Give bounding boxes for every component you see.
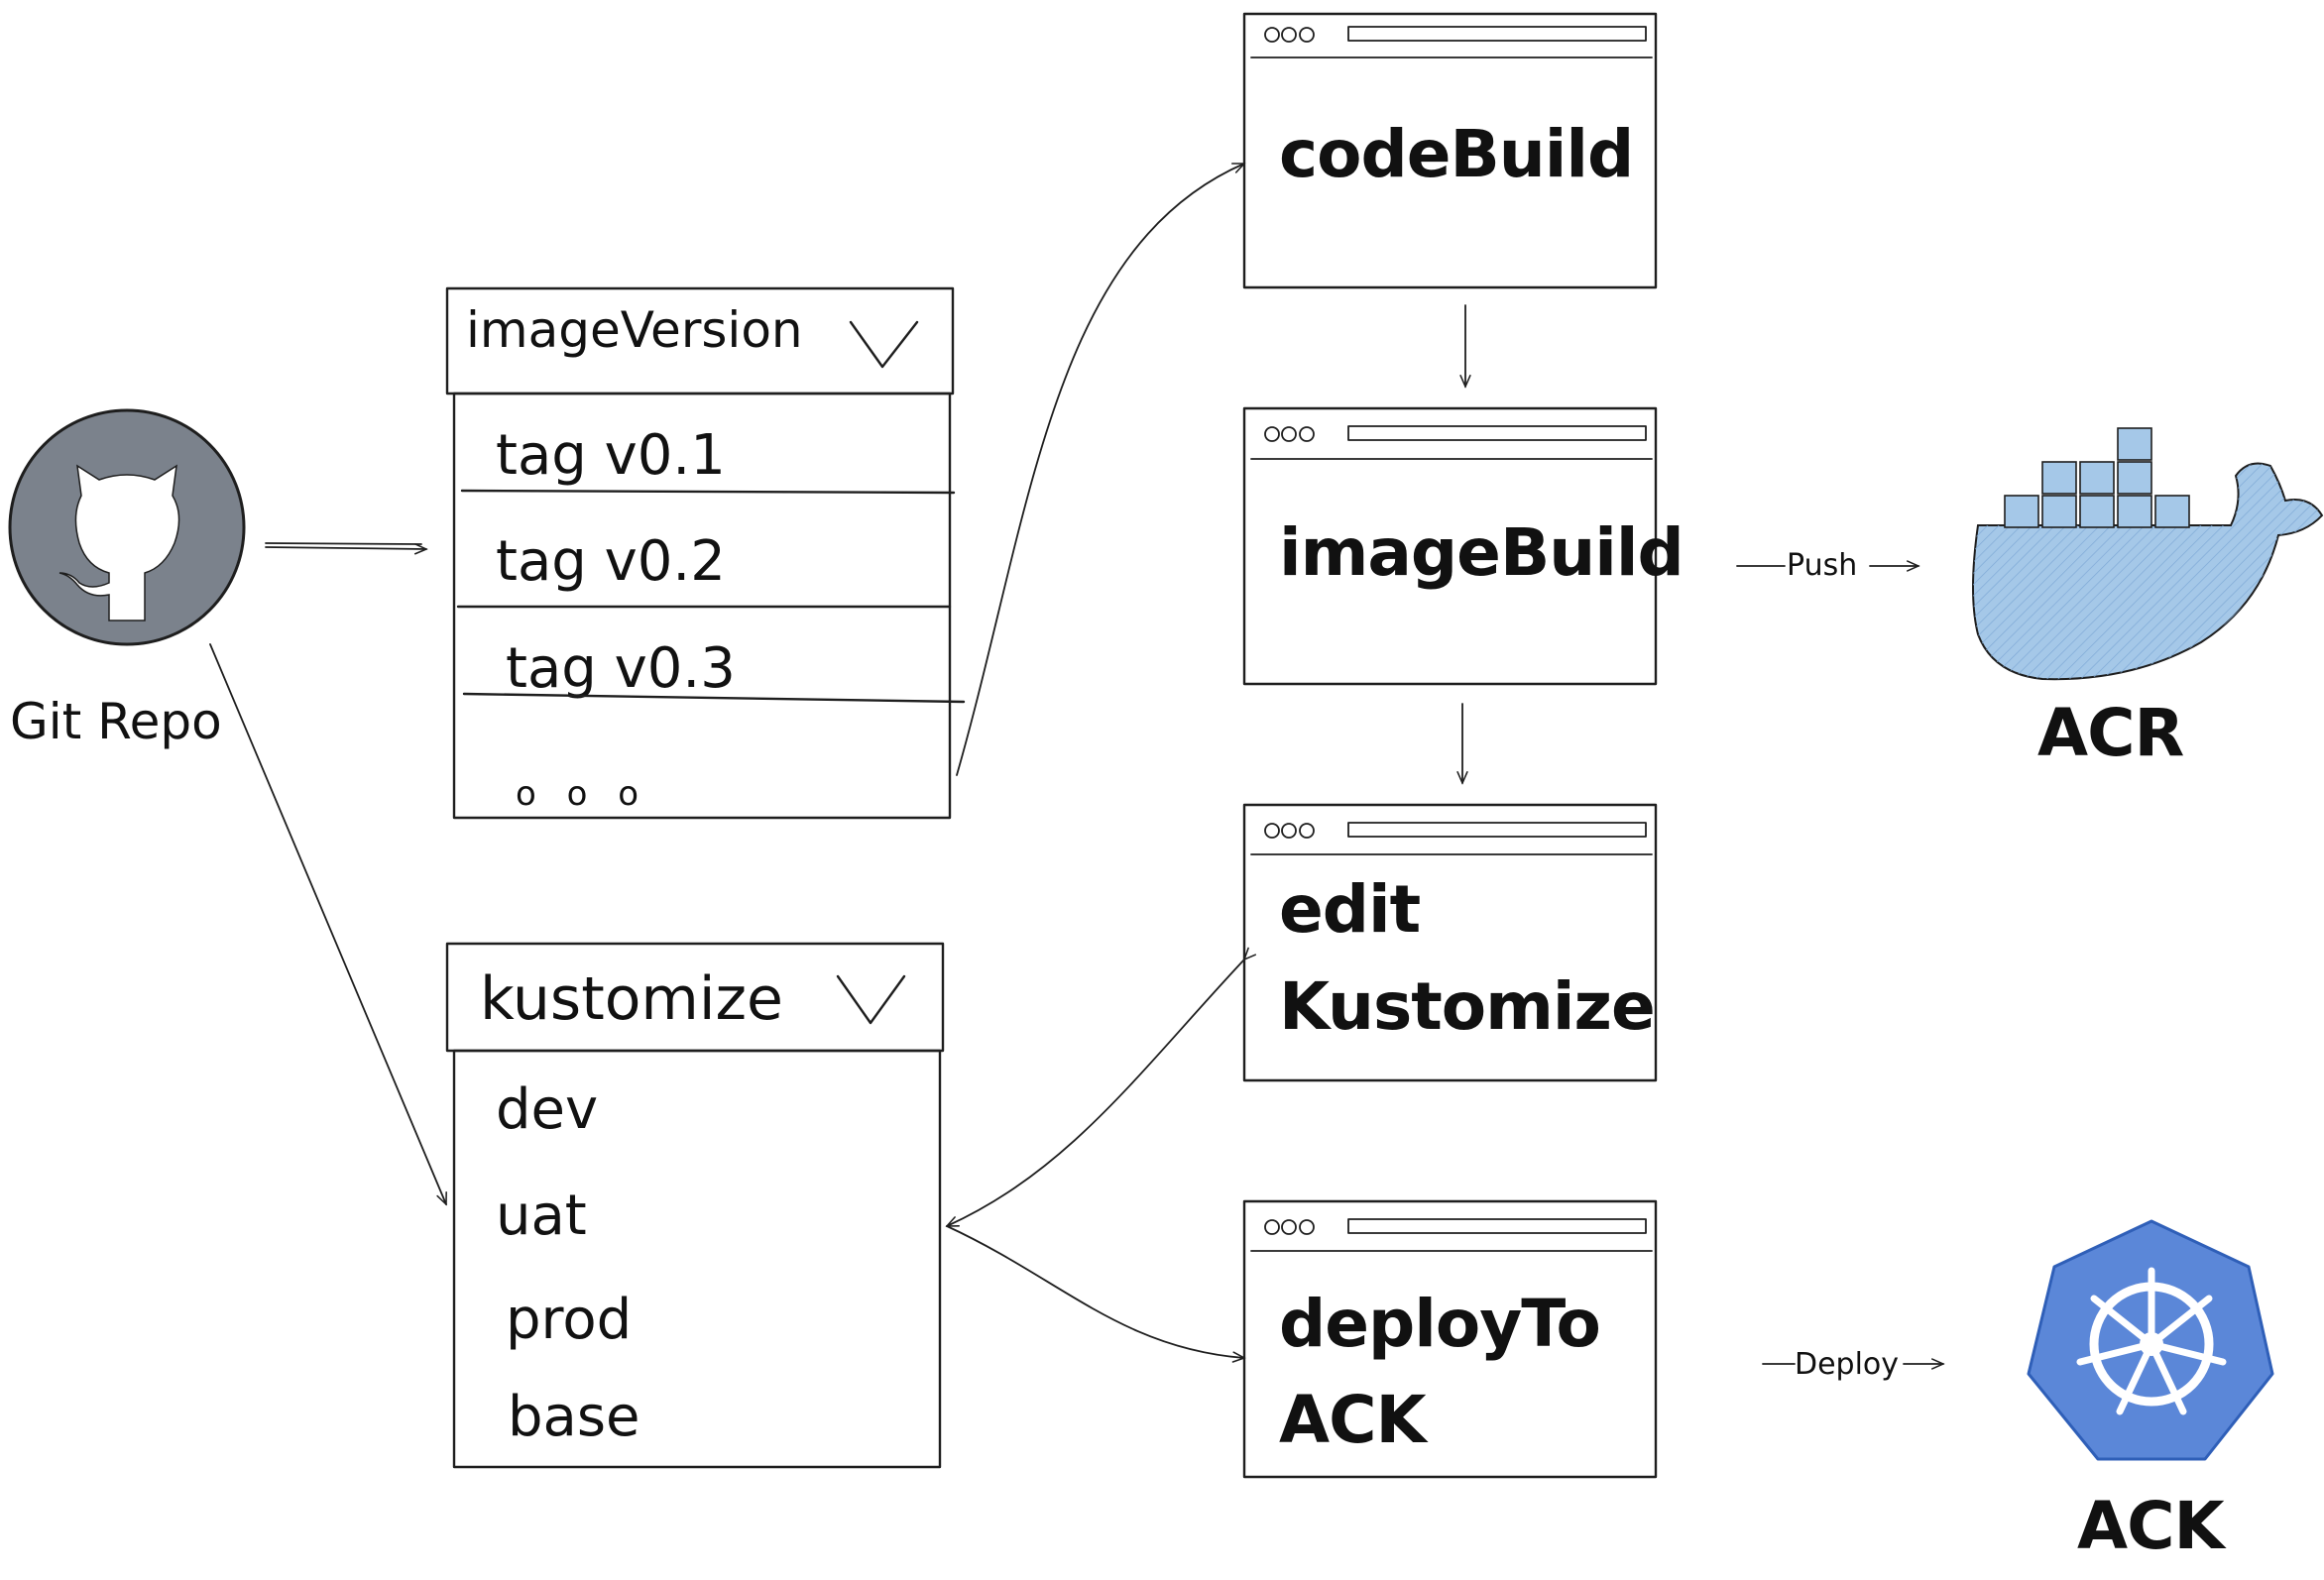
divider xyxy=(462,692,966,704)
window-dot-icon xyxy=(1264,27,1280,43)
edge-git-to-imageversion-2 xyxy=(265,542,422,545)
git-repo-label: Git Repo xyxy=(10,693,222,750)
edge-push-label: Push xyxy=(1787,548,1857,583)
edit-kustomize-window[interactable]: edit Kustomize xyxy=(1242,803,1658,1082)
window-frame xyxy=(1242,12,1658,289)
list-item[interactable]: tag v0.2 xyxy=(496,529,726,594)
list-item[interactable]: tag v0.1 xyxy=(496,423,726,488)
edge-deploy: Deploy xyxy=(1762,1347,1943,1382)
window-frame xyxy=(1242,406,1658,686)
octocat-shape xyxy=(58,464,180,621)
imageversion-header: imageVersion xyxy=(466,301,803,359)
window-dot-icon xyxy=(1299,426,1315,442)
window-address-bar xyxy=(1347,1218,1647,1234)
imageversion-item-2[interactable]: tag v0.2 xyxy=(496,529,726,594)
chevron-down-icon[interactable] xyxy=(836,974,906,1025)
list-item[interactable]: tag v0.3 xyxy=(506,636,736,701)
window-dot-icon xyxy=(1299,27,1315,43)
codebuild-label: codeBuild xyxy=(1279,116,1633,192)
window-frame xyxy=(1242,803,1658,1082)
edit-kustomize-label-line1: edit xyxy=(1279,871,1421,948)
acr-label: ACR xyxy=(2037,695,2184,771)
edge-edit-to-kustomize xyxy=(947,959,1244,1227)
kustomize-item-prod[interactable]: prod xyxy=(506,1288,632,1352)
edit-kustomize-label-line2: Kustomize xyxy=(1279,968,1655,1045)
window-dot-icon xyxy=(1299,1219,1315,1235)
edge-deploy-label: Deploy xyxy=(1795,1347,1899,1382)
window-dot-icon xyxy=(1264,426,1280,442)
kustomize-item-uat[interactable]: uat xyxy=(496,1184,587,1248)
window-dot-icon xyxy=(1264,1219,1280,1235)
imageversion-dropdown[interactable]: imageVersion tag v0.1 tag v0.2 tag v0.3 … xyxy=(445,286,966,820)
window-address-bar xyxy=(1347,26,1647,42)
deploy-label-line1: deployTo xyxy=(1279,1286,1600,1362)
window-dot-icon xyxy=(1264,823,1280,839)
window-dot-icon xyxy=(1299,823,1315,839)
deploy-label-line2: ACK xyxy=(1279,1382,1430,1458)
git-repo-node: Git Repo xyxy=(8,408,246,750)
ack-node: ACK xyxy=(2027,1219,2274,1564)
kustomize-item-dev[interactable]: dev xyxy=(496,1077,598,1142)
kustomize-dropdown[interactable]: kustomize dev uat prod base xyxy=(445,942,945,1469)
edge-push: Push xyxy=(1736,548,1918,583)
window-dot-icon xyxy=(1281,823,1297,839)
edge-git-to-kustomize xyxy=(209,643,446,1204)
kustomize-list-box xyxy=(452,1049,942,1469)
docker-icon xyxy=(1972,427,2324,681)
edge-imageversion-to-codebuild xyxy=(956,163,1244,776)
window-dot-icon xyxy=(1281,27,1297,43)
deploy-to-ack-window[interactable]: deployTo ACK xyxy=(1242,1199,1658,1479)
window-address-bar xyxy=(1347,822,1647,838)
imageversion-item-1[interactable]: tag v0.1 xyxy=(496,423,726,488)
window-address-bar xyxy=(1347,425,1647,441)
kustomize-header: kustomize xyxy=(480,964,783,1034)
docker-whale-hatch xyxy=(1973,463,2322,680)
codebuild-window[interactable]: codeBuild xyxy=(1242,12,1658,289)
ack-label: ACK xyxy=(2077,1488,2228,1564)
edge-git-to-imageversion xyxy=(265,547,426,549)
helm-spokes xyxy=(2076,1267,2227,1415)
imageversion-item-3[interactable]: tag v0.3 xyxy=(506,636,736,701)
window-dot-icon xyxy=(1281,1219,1297,1235)
window-dot-icon xyxy=(1281,426,1297,442)
kubernetes-icon xyxy=(2027,1219,2274,1461)
acr-node: ACR xyxy=(1972,427,2324,771)
chevron-down-icon[interactable] xyxy=(849,320,919,369)
kustomize-item-base[interactable]: base xyxy=(508,1385,640,1449)
imageversion-more: o o o xyxy=(516,774,648,814)
window-frame xyxy=(1242,1199,1658,1479)
imagebuild-label: imageBuild xyxy=(1279,514,1684,591)
edge-kustomize-to-deploy xyxy=(946,1225,1244,1358)
divider xyxy=(460,489,956,495)
imagebuild-window[interactable]: imageBuild xyxy=(1242,406,1685,686)
docker-containers xyxy=(2004,427,2190,528)
